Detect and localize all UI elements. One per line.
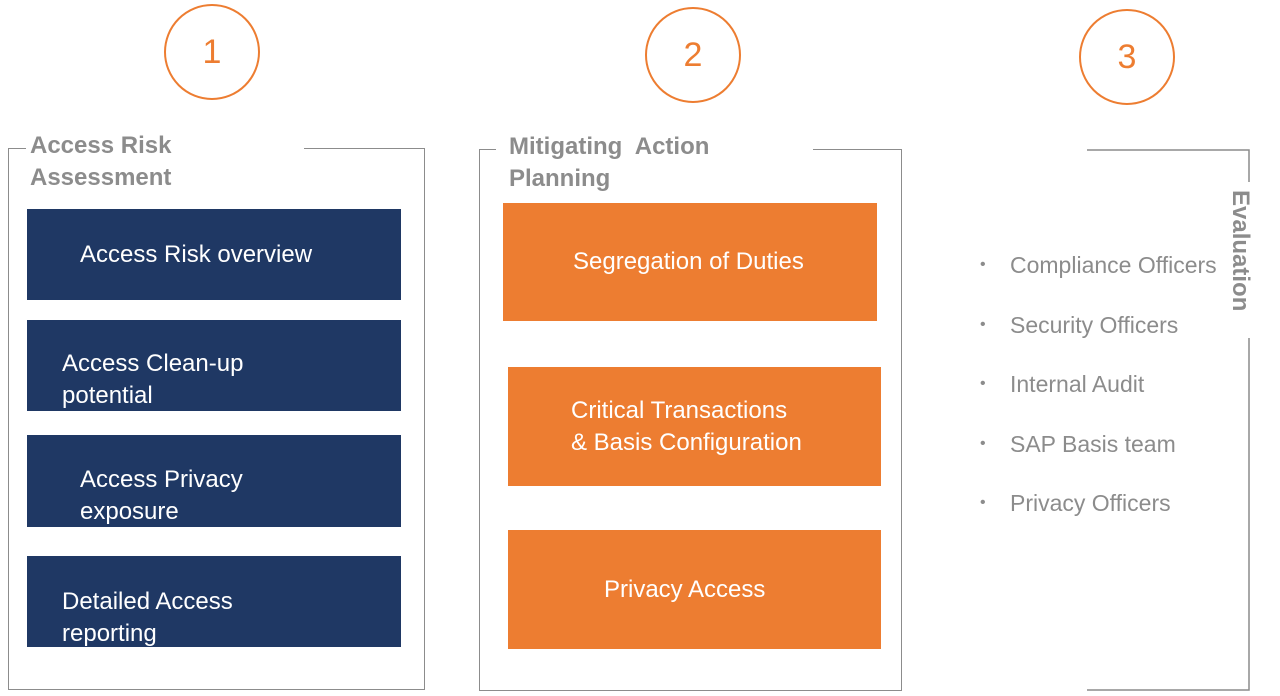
box-privacy-access: Privacy Access (508, 530, 881, 649)
list-item: • Privacy Officers (980, 483, 1217, 543)
column-title-access-risk-assessment: Access Risk Assessment (30, 130, 171, 194)
box-detailed-access-reporting: Detailed Access reporting (27, 556, 401, 647)
bullet-icon: • (980, 315, 986, 333)
list-item: • Security Officers (980, 305, 1217, 365)
bracket-bottom (1087, 338, 1250, 691)
list-item-label: Privacy Officers (1010, 490, 1171, 516)
step-number: 2 (683, 35, 703, 74)
box-label: Access Clean-up (62, 350, 244, 377)
step-circle-2: 2 (645, 7, 741, 103)
list-item: • SAP Basis team (980, 424, 1217, 484)
box-segregation-of-duties: Segregation of Duties (503, 203, 877, 321)
step-number: 3 (1117, 37, 1137, 76)
list-item-label: Security Officers (1010, 311, 1179, 338)
box-label: potential (62, 382, 153, 409)
list-item: • Compliance Officers (980, 245, 1217, 305)
box-access-risk-overview: Access Risk overview (27, 209, 401, 300)
box-label: Access Risk overview (80, 240, 313, 268)
box-label: Critical Transactions (571, 396, 788, 424)
step-circle-3: 3 (1079, 9, 1175, 105)
bullet-icon: • (980, 434, 986, 452)
box-label: Privacy Access (604, 575, 766, 603)
step-number: 1 (202, 32, 222, 71)
list-item-label: Internal Audit (1010, 371, 1145, 397)
column-title-line: Planning (509, 165, 611, 192)
box-label: & Basis Configuration (571, 428, 802, 456)
frame-gap (26, 140, 304, 156)
box-label: Access Privacy (80, 466, 243, 493)
list-item-label: SAP Basis team (1010, 430, 1176, 457)
box-critical-transactions-basis-configuration: Critical Transactions & Basis Configurat… (508, 367, 881, 486)
list-item-label: Compliance Officers (1010, 252, 1217, 278)
column-title-evaluation: Evaluation (1227, 190, 1254, 312)
box-access-clean-up-potential: Access Clean-up potential (27, 320, 401, 411)
column-title-line: Assessment (30, 164, 172, 191)
box-access-privacy-exposure: Access Privacy exposure (27, 435, 401, 527)
column-title-line: Access Risk (30, 132, 172, 159)
frame-gap (496, 141, 813, 157)
list-item: • Internal Audit (980, 364, 1217, 424)
box-label: exposure (80, 498, 179, 525)
box-label: Segregation of Duties (573, 248, 804, 275)
evaluation-stakeholder-list: •Compliance Officers •Security Officers … (980, 245, 1217, 543)
box-label: Detailed Access (62, 588, 233, 615)
box-label: reporting (62, 620, 157, 647)
bracket-top (1087, 149, 1250, 182)
bullet-icon: • (980, 375, 986, 392)
column-title-mitigating-action-planning: Mitigating Action Planning (509, 131, 709, 195)
column-title-line: Mitigating Action (509, 133, 710, 160)
step-circle-1: 1 (164, 4, 260, 100)
bullet-icon: • (980, 256, 986, 273)
bullet-icon: • (980, 494, 986, 511)
